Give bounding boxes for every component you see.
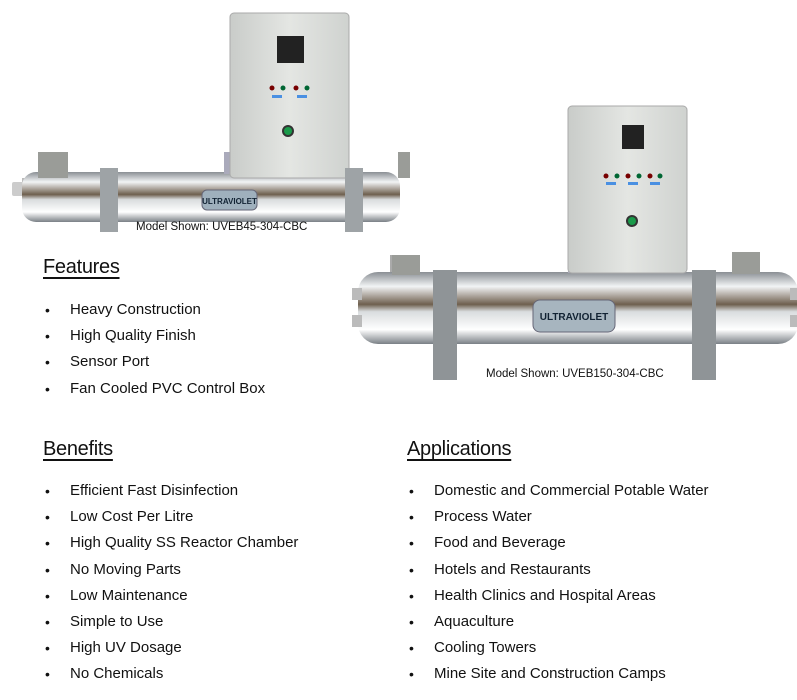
benefits-list: Efficient Fast Disinfection Low Cost Per…	[43, 482, 298, 692]
product-image-uveb150: ULTRAVIOLET	[352, 105, 797, 380]
features-list: Heavy Construction High Quality Finish S…	[43, 301, 265, 406]
list-item: High Quality Finish	[43, 327, 265, 353]
list-item: No Chemicals	[43, 665, 298, 691]
features-heading: Features	[43, 256, 120, 278]
list-item: Health Clinics and Hospital Areas	[407, 587, 709, 613]
list-item: Domestic and Commercial Potable Water	[407, 482, 709, 508]
applications-heading: Applications	[407, 438, 512, 460]
list-item: Heavy Construction	[43, 301, 265, 327]
list-item: High Quality SS Reactor Chamber	[43, 534, 298, 560]
product-image-uveb45: ULTRAVIOLET	[12, 12, 410, 232]
product-caption-2: Model Shown: UVEB150-304-CBC	[486, 368, 664, 380]
benefits-heading: Benefits	[43, 438, 113, 460]
brand-logo: ULTRAVIOLET	[202, 197, 257, 206]
list-item: Simple to Use	[43, 613, 298, 639]
list-item: Aquaculture	[407, 613, 709, 639]
product-caption-1: Model Shown: UVEB45-304-CBC	[136, 221, 308, 233]
list-item: Low Maintenance	[43, 587, 298, 613]
list-item: Sensor Port	[43, 353, 265, 379]
list-item: Low Cost Per Litre	[43, 508, 298, 534]
list-item: Mine Site and Construction Camps	[407, 665, 709, 691]
list-item: Food and Beverage	[407, 534, 709, 560]
list-item: Efficient Fast Disinfection	[43, 482, 298, 508]
list-item: Hotels and Restaurants	[407, 561, 709, 587]
brand-logo: ULTRAVIOLET	[540, 312, 609, 323]
list-item: Fan Cooled PVC Control Box	[43, 380, 265, 406]
list-item: No Moving Parts	[43, 561, 298, 587]
list-item: Cooling Towers	[407, 639, 709, 665]
applications-list: Domestic and Commercial Potable Water Pr…	[407, 482, 709, 692]
list-item: High UV Dosage	[43, 639, 298, 665]
list-item: Process Water	[407, 508, 709, 534]
